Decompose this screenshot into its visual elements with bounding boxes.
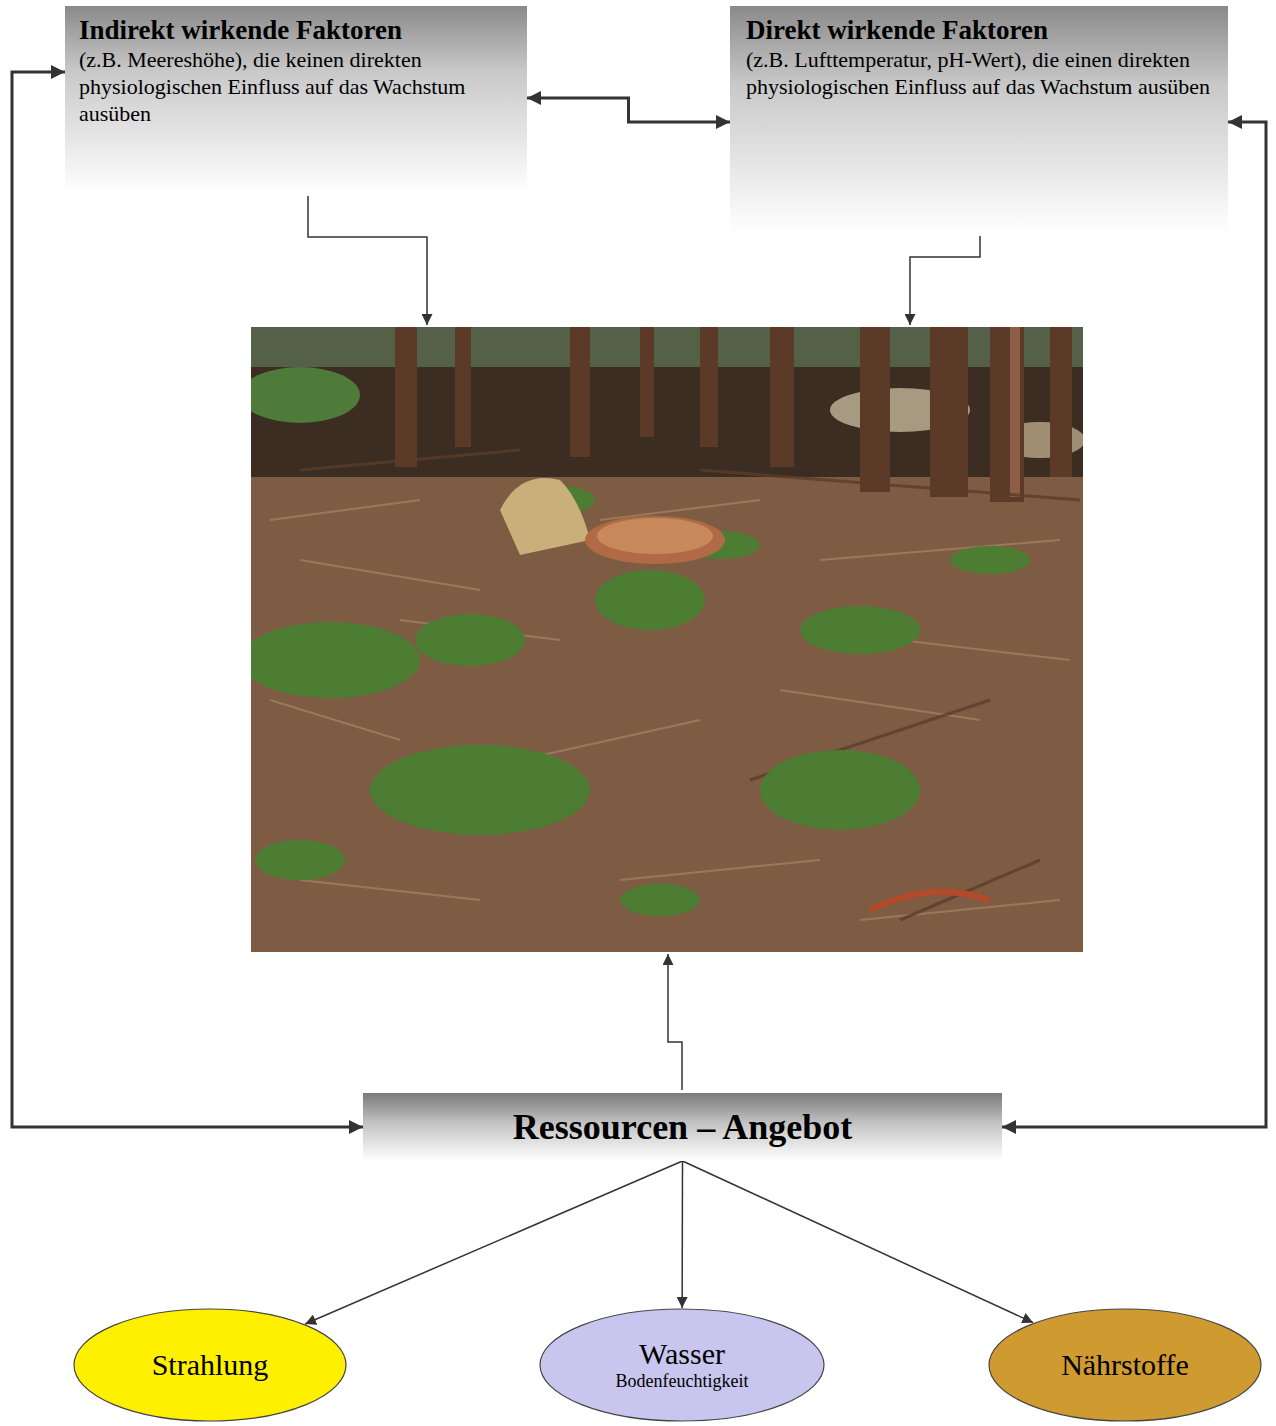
leader-arrow	[308, 196, 427, 325]
sunlit-trunk	[1010, 327, 1020, 497]
connector-arrow	[1002, 122, 1266, 1127]
ellipse-shape	[989, 1309, 1261, 1421]
connector-arrow	[683, 1161, 1034, 1323]
resource-ellipse: WasserBodenfeuchtigkeit	[539, 1308, 825, 1422]
red-root	[870, 892, 990, 910]
connector-arrow	[12, 72, 363, 1127]
tree-trunks	[395, 327, 1072, 502]
ellipse-shape	[540, 1309, 824, 1421]
forest-photo	[251, 327, 1083, 952]
leader-arrow	[668, 954, 682, 1090]
tree-stump	[500, 478, 725, 564]
node-body: (z.B. Meereshöhe), die keinen direkten p…	[79, 46, 513, 127]
connector-arrow	[305, 1161, 682, 1324]
connector-arrow	[681, 1161, 683, 1308]
node-heading: Ressourcen – Angebot	[513, 1106, 852, 1148]
factor-box: Direkt wirkende Faktoren(z.B. Lufttemper…	[730, 6, 1228, 234]
node-body: Bodenfeuchtigkeit	[616, 1370, 749, 1392]
node-heading: Indirekt wirkende Faktoren	[79, 14, 513, 46]
ellipse-shape	[74, 1309, 346, 1421]
node-heading: Direkt wirkende Faktoren	[746, 14, 1212, 46]
resource-band: Ressourcen – Angebot	[363, 1093, 1002, 1161]
leader-arrow	[910, 236, 980, 325]
green-patch	[251, 367, 360, 423]
node-body: (z.B. Lufttemperatur, pH-Wert), die eine…	[746, 46, 1212, 100]
branches	[300, 450, 1080, 920]
leader-lines	[308, 196, 980, 1090]
node-heading: Strahlung	[152, 1348, 269, 1382]
factor-box: Indirekt wirkende Faktoren(z.B. Meereshö…	[65, 6, 527, 194]
needle-litter	[270, 500, 1070, 920]
resource-ellipse: Strahlung	[73, 1308, 347, 1422]
node-heading: Nährstoffe	[1061, 1348, 1189, 1382]
node-heading: Wasser	[639, 1338, 725, 1370]
resource-ellipse: Nährstoffe	[988, 1308, 1262, 1422]
green-plants	[251, 486, 1030, 916]
connector-arrow	[527, 98, 730, 122]
